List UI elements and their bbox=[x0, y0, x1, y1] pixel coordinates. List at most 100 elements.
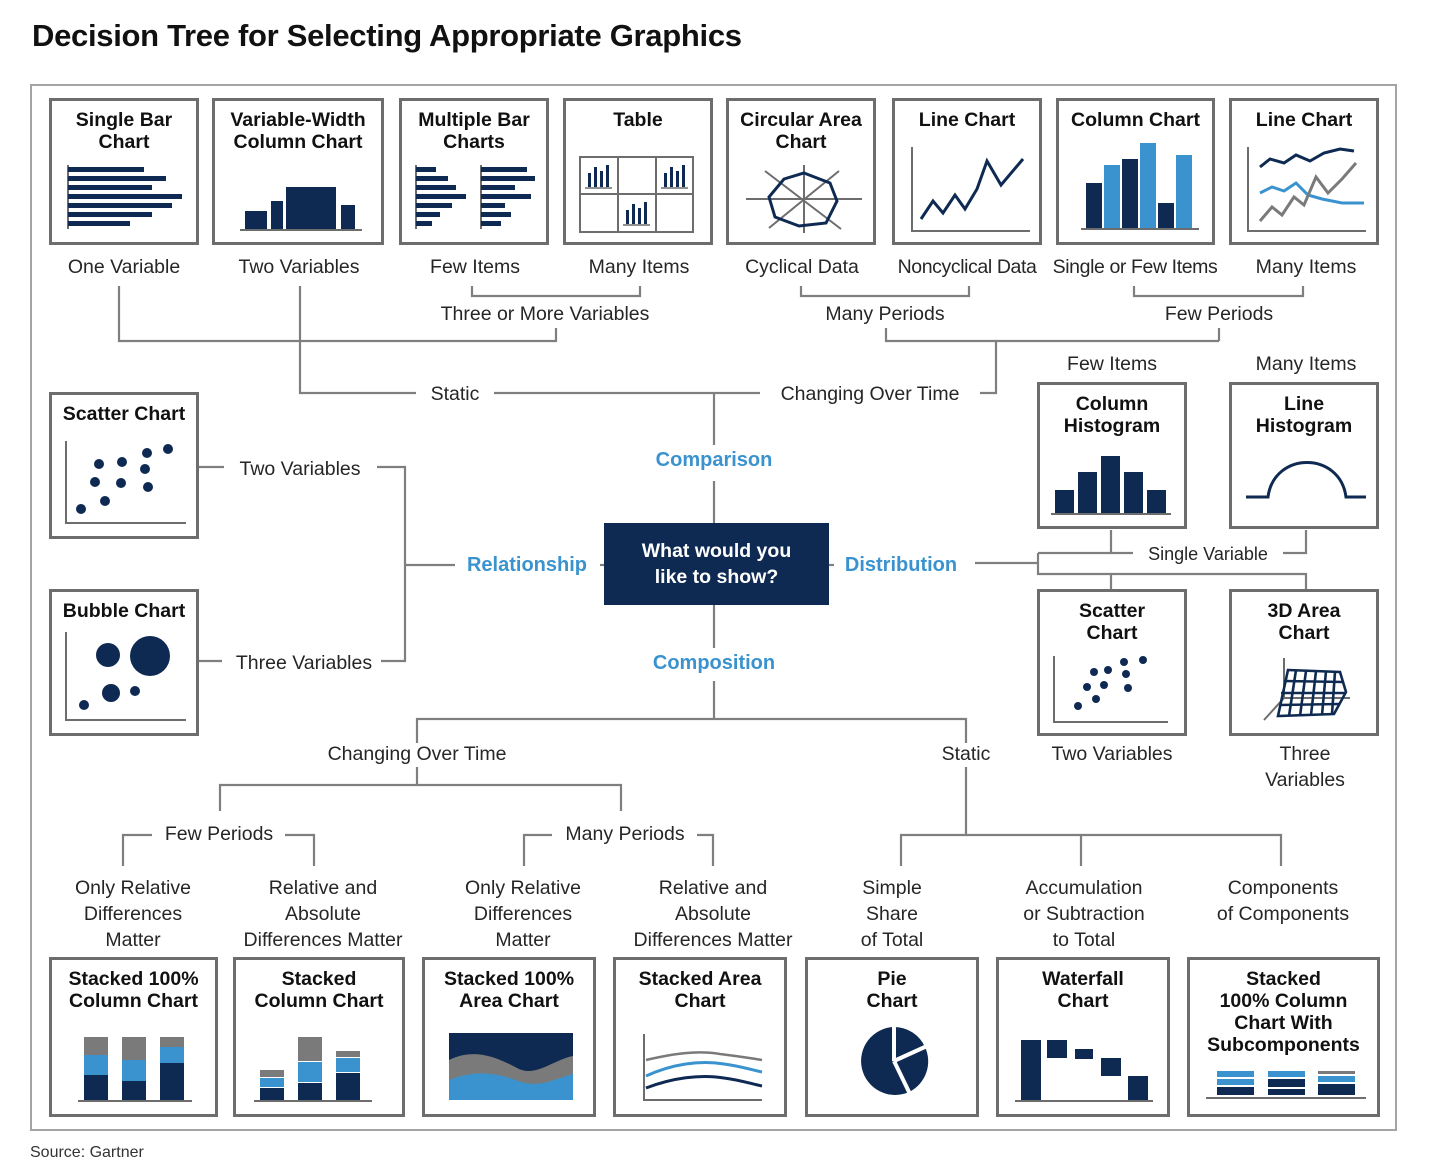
card-title: Bubble Chart bbox=[62, 600, 186, 622]
label-simple-share: Simple Share of Total bbox=[860, 877, 924, 951]
bubble-chart-icon bbox=[65, 632, 186, 721]
table-icon bbox=[579, 156, 694, 233]
label-two-variables: Two Variables bbox=[238, 256, 360, 278]
label-three-variables-distribution: Three Variables bbox=[1265, 743, 1345, 791]
label-two-variables-distribution: Two Variables bbox=[1051, 743, 1173, 765]
card-title: Line Histogram bbox=[1255, 393, 1353, 437]
card-pie-chart: Pie Chart bbox=[805, 957, 979, 1117]
card-stacked-area-chart: Stacked Area Chart bbox=[613, 957, 787, 1117]
label-relative-absolute-1: Relative and Absolute Differences Matter bbox=[243, 877, 403, 951]
label-few-periods-composition: Few Periods bbox=[164, 823, 274, 845]
variable-width-column-icon bbox=[240, 187, 362, 231]
column-chart-icon bbox=[1081, 143, 1199, 230]
card-title: 3D Area Chart bbox=[1267, 600, 1341, 644]
waterfall-chart-icon bbox=[1015, 1040, 1153, 1102]
diagram-frame bbox=[30, 84, 1397, 1131]
label-two-variables-relationship: Two Variables bbox=[239, 458, 361, 480]
card-title: Waterfall Chart bbox=[1042, 968, 1124, 1012]
label-accumulation: Accumulation or Subtraction to Total bbox=[1023, 877, 1145, 951]
category-relationship: Relationship bbox=[466, 554, 588, 576]
label-changing-over-time: Changing Over Time bbox=[780, 383, 960, 405]
label-few-items: Few Items bbox=[430, 256, 520, 278]
card-table: Table bbox=[563, 98, 713, 245]
center-question-box: What would you like to show? bbox=[604, 523, 829, 605]
column-histogram-icon bbox=[1051, 456, 1171, 515]
card-circular-area-chart: Circular Area Chart bbox=[726, 98, 876, 245]
card-title: Column Chart bbox=[1071, 109, 1200, 131]
label-many-items-2: Many Items bbox=[1255, 256, 1357, 278]
label-many-items-distribution: Many Items bbox=[1255, 353, 1357, 375]
line-histogram-icon bbox=[1246, 461, 1366, 499]
stacked-area-icon bbox=[643, 1034, 763, 1101]
card-title: Line Chart bbox=[1255, 109, 1353, 131]
card-line-chart-noncyclical: Line Chart bbox=[892, 98, 1042, 245]
single-bar-chart-icon bbox=[67, 165, 182, 229]
label-single-or-few-items: Single or Few Items bbox=[1052, 256, 1218, 278]
circular-area-chart-icon bbox=[746, 165, 862, 233]
card-title: Stacked Area Chart bbox=[638, 968, 762, 1012]
card-stacked-column-chart: Stacked Column Chart bbox=[233, 957, 405, 1117]
label-only-relative-2: Only Relative Differences Matter bbox=[465, 877, 581, 951]
label-three-or-more-variables: Three or More Variables bbox=[440, 303, 650, 325]
card-title: Scatter Chart bbox=[1078, 600, 1146, 644]
card-title: Column Histogram bbox=[1063, 393, 1161, 437]
category-comparison: Comparison bbox=[655, 449, 773, 471]
card-multiple-bar-charts: Multiple Bar Charts bbox=[399, 98, 549, 245]
card-title: Variable-Width Column Chart bbox=[230, 109, 366, 153]
multi-line-chart-icon bbox=[1247, 147, 1366, 232]
label-few-items-distribution: Few Items bbox=[1067, 353, 1157, 375]
card-single-bar-chart: Single Bar Chart bbox=[49, 98, 199, 245]
scatter-chart-icon bbox=[1053, 656, 1168, 723]
card-stacked-100-column-chart: Stacked 100% Column Chart bbox=[49, 957, 218, 1117]
stacked-100-column-subcomponents-icon bbox=[1206, 1071, 1366, 1099]
card-stacked-100-area-chart: Stacked 100% Area Chart bbox=[422, 957, 596, 1117]
label-many-periods: Many Periods bbox=[825, 303, 945, 325]
label-one-variable: One Variable bbox=[67, 256, 181, 278]
label-single-variable: Single Variable bbox=[1148, 544, 1268, 564]
card-variable-width-column-chart: Variable-Width Column Chart bbox=[212, 98, 384, 245]
card-bubble-chart: Bubble Chart bbox=[49, 589, 199, 736]
stacked-column-icon bbox=[254, 1037, 372, 1102]
card-title: Stacked 100% Column Chart With Subcompon… bbox=[1207, 968, 1360, 1056]
card-title: Line Chart bbox=[918, 109, 1016, 131]
label-many-items: Many Items bbox=[588, 256, 690, 278]
label-many-periods-composition: Many Periods bbox=[565, 823, 685, 845]
card-3d-area-chart: 3D Area Chart bbox=[1229, 589, 1379, 736]
label-changing-over-time-composition: Changing Over Time bbox=[327, 743, 507, 765]
label-static-composition: Static bbox=[941, 743, 991, 765]
stacked-100-area-icon bbox=[449, 1033, 573, 1100]
3d-area-chart-icon bbox=[1263, 658, 1350, 721]
label-cyclical-data: Cyclical Data bbox=[745, 256, 859, 278]
card-scatter-chart: Scatter Chart bbox=[49, 392, 199, 539]
card-title: Circular Area Chart bbox=[740, 109, 862, 153]
label-components: Components of Components bbox=[1216, 877, 1350, 925]
card-title: Stacked 100% Area Chart bbox=[443, 968, 575, 1012]
page-title: Decision Tree for Selecting Appropriate … bbox=[32, 18, 742, 53]
source-note: Source: Gartner bbox=[30, 1144, 144, 1161]
label-relative-absolute-2: Relative and Absolute Differences Matter bbox=[633, 877, 793, 951]
card-title: Single Bar Chart bbox=[75, 109, 173, 153]
card-line-chart-many-items: Line Chart bbox=[1229, 98, 1379, 245]
multiple-bar-charts-icon bbox=[415, 165, 535, 229]
label-static: Static bbox=[430, 383, 480, 405]
card-title: Scatter Chart bbox=[62, 403, 186, 425]
card-column-chart: Column Chart bbox=[1056, 98, 1215, 245]
card-title: Pie Chart bbox=[866, 968, 918, 1012]
label-only-relative-1: Only Relative Differences Matter bbox=[75, 877, 191, 951]
card-title: Stacked 100% Column Chart bbox=[68, 968, 199, 1012]
card-scatter-chart-distribution: Scatter Chart bbox=[1037, 589, 1187, 736]
label-noncyclical-data: Noncyclical Data bbox=[897, 256, 1037, 278]
label-few-periods: Few Periods bbox=[1164, 303, 1274, 325]
label-three-variables-relationship: Three Variables bbox=[235, 652, 373, 674]
category-distribution: Distribution bbox=[844, 554, 958, 576]
card-waterfall-chart: Waterfall Chart bbox=[996, 957, 1170, 1117]
scatter-chart-icon bbox=[65, 441, 186, 524]
card-column-histogram: Column Histogram bbox=[1037, 382, 1187, 529]
card-title: Stacked Column Chart bbox=[254, 968, 384, 1012]
card-line-histogram: Line Histogram bbox=[1229, 382, 1379, 529]
line-chart-icon bbox=[911, 147, 1030, 232]
pie-chart-icon bbox=[861, 1025, 929, 1095]
card-stacked-100-column-subcomponents: Stacked 100% Column Chart With Subcompon… bbox=[1187, 957, 1380, 1117]
stacked-100-column-icon bbox=[78, 1037, 192, 1102]
